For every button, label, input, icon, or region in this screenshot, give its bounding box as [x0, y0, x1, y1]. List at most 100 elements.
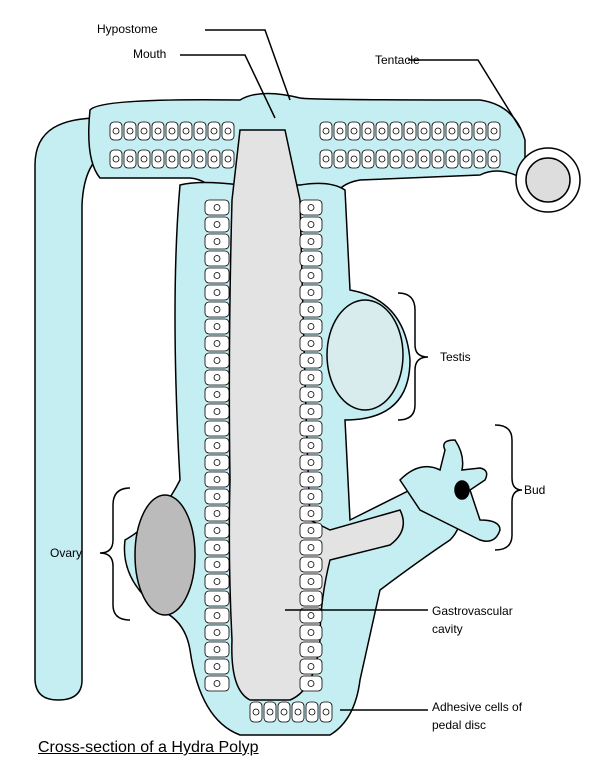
cell-nucleus — [307, 408, 315, 415]
cell-nucleus — [307, 612, 315, 619]
left-tentacle — [34, 117, 111, 701]
hypostome-leader — [205, 29, 291, 101]
cell-nucleus — [213, 306, 221, 313]
cell-nucleus — [307, 255, 315, 262]
cell-nucleus — [420, 127, 428, 135]
cell-nucleus — [350, 155, 358, 163]
cell-nucleus — [406, 155, 414, 163]
cell-nucleus — [307, 459, 315, 466]
label-hypostome: Hypostome — [97, 22, 158, 36]
cell-nucleus — [307, 629, 315, 636]
cell-nucleus — [307, 595, 315, 602]
label-line: Adhesive cells of — [432, 700, 523, 714]
label-adhesive-cells: Adhesive cells of pedal disc — [432, 698, 522, 734]
cell-nucleus — [196, 155, 204, 163]
cell-nucleus — [213, 357, 221, 364]
cell-nucleus — [126, 127, 134, 135]
cell-nucleus — [307, 204, 315, 211]
cell-nucleus — [210, 155, 218, 163]
testis — [326, 299, 404, 411]
cell-nucleus — [448, 155, 456, 163]
label-bud: Bud — [524, 483, 546, 497]
cell-nucleus — [213, 442, 221, 449]
ovary-brace — [99, 487, 131, 621]
cell-nucleus — [307, 561, 315, 568]
cell-nucleus — [224, 127, 232, 135]
cell-nucleus — [182, 155, 190, 163]
cell-nucleus — [213, 272, 221, 279]
cell-nucleus — [434, 155, 442, 163]
label-mouth: Mouth — [133, 47, 167, 61]
cell-nucleus — [307, 510, 315, 517]
cell-nucleus — [434, 127, 442, 135]
label-line: pedal disc — [432, 718, 487, 732]
mouth-leader — [180, 54, 276, 119]
cell-nucleus — [307, 306, 315, 313]
cell-nucleus — [322, 127, 330, 135]
cell-nucleus — [392, 127, 400, 135]
cell-nucleus — [490, 155, 498, 163]
cell-nucleus — [196, 127, 204, 135]
cell-nucleus — [307, 272, 315, 279]
cell-nucleus — [294, 708, 302, 716]
cell-nucleus — [168, 127, 176, 135]
cell-nucleus — [168, 155, 176, 163]
cell-nucleus — [307, 493, 315, 500]
cell-nucleus — [213, 680, 221, 687]
cell-nucleus — [364, 155, 372, 163]
cell-nucleus — [213, 476, 221, 483]
cell-nucleus — [154, 127, 162, 135]
cell-nucleus — [224, 155, 232, 163]
cell-nucleus — [213, 663, 221, 670]
cell-nucleus — [213, 408, 221, 415]
cell-nucleus — [213, 578, 221, 585]
cell-nucleus — [490, 127, 498, 135]
cell-nucleus — [213, 612, 221, 619]
cell-nucleus — [213, 204, 221, 211]
cell-nucleus — [364, 127, 372, 135]
cell-nucleus — [378, 127, 386, 135]
cell-nucleus — [140, 155, 148, 163]
cell-nucleus — [420, 155, 428, 163]
cell-nucleus — [280, 708, 288, 716]
cell-nucleus — [307, 663, 315, 670]
cell-nucleus — [266, 708, 274, 716]
cell-nucleus — [126, 155, 134, 163]
label-line: Gastrovascular — [432, 604, 513, 618]
cell-nucleus — [307, 578, 315, 585]
ovary — [134, 494, 196, 616]
cell-nucleus — [307, 476, 315, 483]
cell-nucleus — [307, 221, 315, 228]
cell-nucleus — [213, 391, 221, 398]
cell-nucleus — [307, 544, 315, 551]
cell-nucleus — [307, 357, 315, 364]
cell-nucleus — [378, 155, 386, 163]
cell-nucleus — [307, 323, 315, 330]
cell-nucleus — [307, 425, 315, 432]
cell-nucleus — [210, 127, 218, 135]
cell-nucleus — [213, 459, 221, 466]
cell-nucleus — [392, 155, 400, 163]
cell-nucleus — [307, 374, 315, 381]
cell-nucleus — [213, 255, 221, 262]
cell-nucleus — [307, 680, 315, 687]
cell-nucleus — [213, 323, 221, 330]
cell-nucleus — [213, 629, 221, 636]
cell-nucleus — [448, 127, 456, 135]
cell-nucleus — [213, 340, 221, 347]
tentacle-leader — [408, 59, 521, 129]
cell-nucleus — [336, 127, 344, 135]
cell-nucleus — [336, 155, 344, 163]
cell-nucleus — [308, 708, 316, 716]
cell-nucleus — [476, 155, 484, 163]
cell-nucleus — [140, 127, 148, 135]
cell-nucleus — [307, 340, 315, 347]
label-tentacle: Tentacle — [375, 53, 420, 67]
diagram-title: Cross-section of a Hydra Polyp — [38, 739, 259, 756]
cell-nucleus — [350, 127, 358, 135]
cell-nucleus — [307, 238, 315, 245]
cell-nucleus — [213, 595, 221, 602]
cell-nucleus — [462, 127, 470, 135]
bud-tip — [399, 439, 501, 542]
